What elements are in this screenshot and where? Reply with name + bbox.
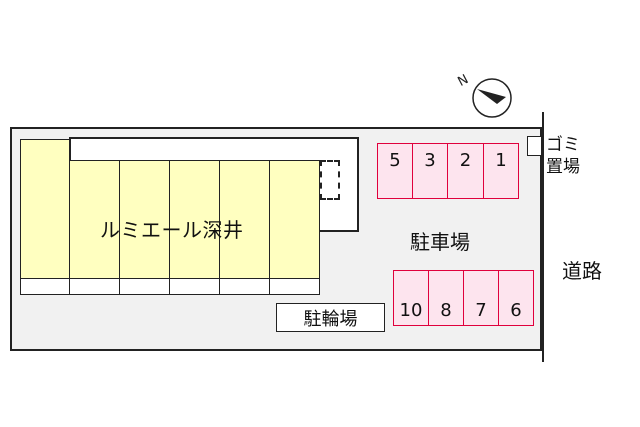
building-unit-5 — [219, 160, 270, 279]
compass-icon: N — [456, 72, 512, 118]
staircase — [320, 160, 340, 200]
parking-space-8: 8 — [428, 270, 464, 326]
parking-space-1: 1 — [483, 143, 519, 199]
parking-space-6: 6 — [498, 270, 534, 326]
balcony-6 — [269, 278, 320, 295]
parking-space-2: 2 — [447, 143, 484, 199]
balcony-1 — [20, 278, 70, 295]
parking-space-5: 5 — [377, 143, 413, 199]
balcony-4 — [169, 278, 220, 295]
bicycle-parking-label: 駐輪場 — [303, 308, 358, 330]
balcony-3 — [119, 278, 170, 295]
trash-label-line1: ゴミ — [546, 135, 580, 155]
trash-area — [527, 136, 542, 156]
compass-north-label: N — [456, 72, 471, 90]
trash-label-line2: 置場 — [546, 157, 580, 177]
road-label: 道路 — [562, 259, 602, 283]
balcony-2 — [69, 278, 120, 295]
balcony-5 — [219, 278, 270, 295]
building-unit-3 — [119, 160, 170, 279]
road-boundary — [542, 112, 544, 362]
parking-space-3: 3 — [412, 143, 448, 199]
parking-space-7: 7 — [463, 270, 499, 326]
trash-area-label: ゴミ 置場 — [546, 134, 580, 178]
building-unit-6 — [269, 160, 320, 279]
building-unit-1 — [20, 139, 70, 279]
building-name: ルミエール深井 — [100, 218, 244, 242]
parking-label: 駐車場 — [410, 230, 470, 254]
parking-space-10: 10 — [393, 270, 429, 326]
bicycle-parking: 駐輪場 — [276, 303, 385, 332]
